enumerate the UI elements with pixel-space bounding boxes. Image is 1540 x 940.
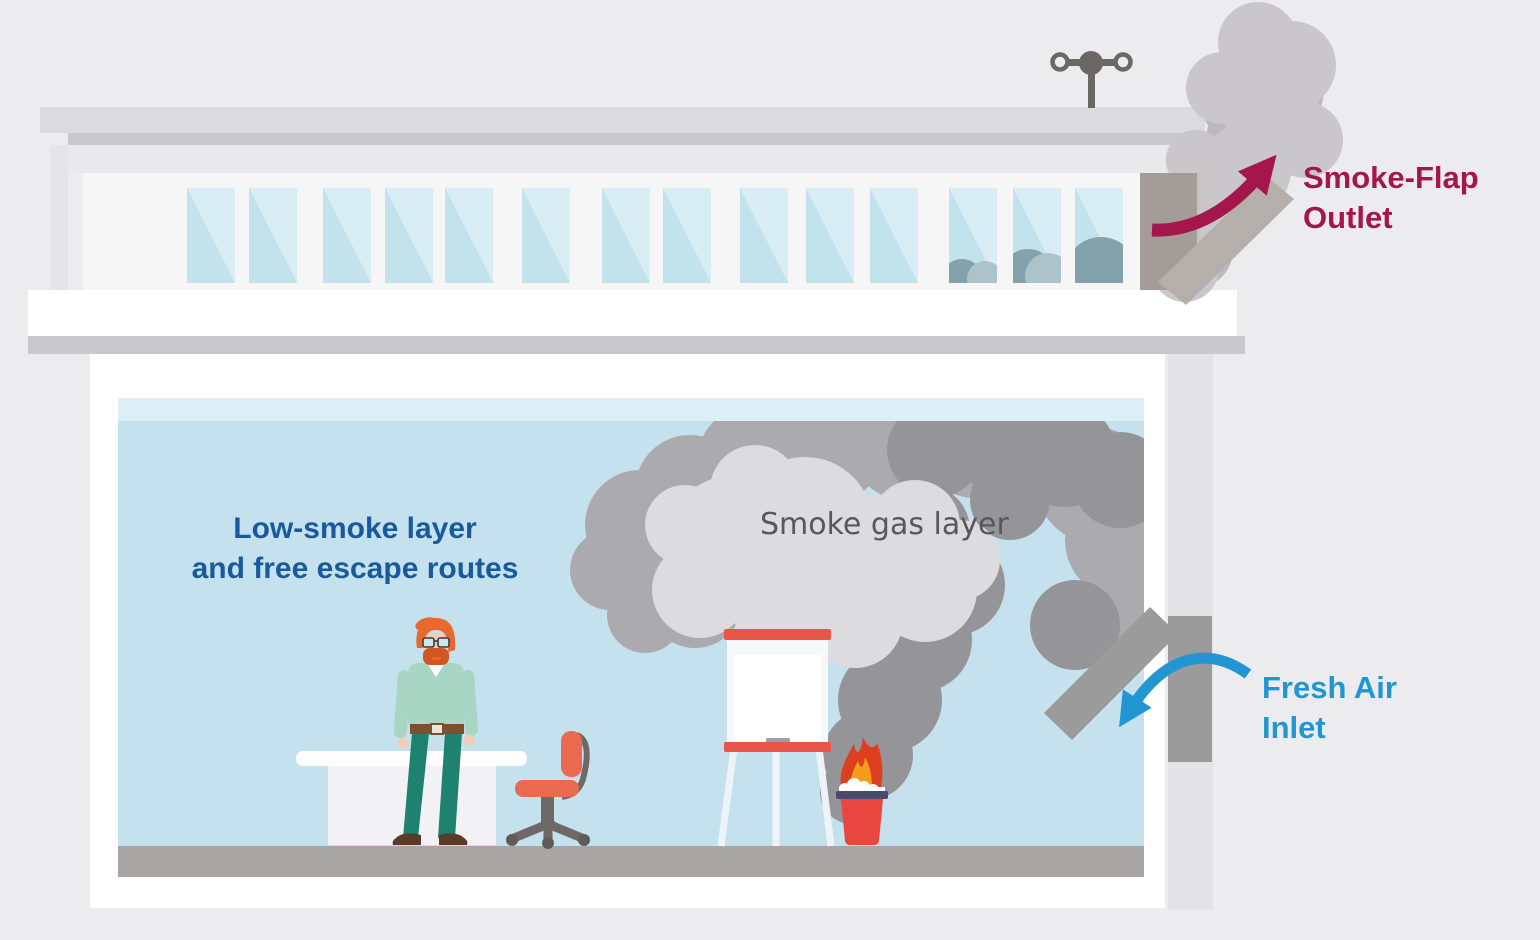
smoke-flap-outlet-label-line1: Smoke-Flap <box>1303 160 1479 195</box>
window <box>445 188 493 283</box>
smoke-flap-door <box>1158 176 1294 305</box>
smoke-flap <box>1140 173 1294 305</box>
room-interior <box>118 398 1144 877</box>
window <box>602 188 650 283</box>
window <box>323 188 371 283</box>
window-with-smoke <box>1013 188 1061 283</box>
smoke-flap-outlet-label-line2: Outlet <box>1303 200 1393 235</box>
window <box>806 188 854 283</box>
room-floor <box>118 846 1144 877</box>
roof-beam <box>28 290 1237 336</box>
window-with-smoke <box>949 188 997 283</box>
window-with-smoke <box>1075 188 1123 283</box>
fresh-air-inlet-label: Fresh Air Inlet <box>1262 668 1397 748</box>
smoke-flap-channel <box>1140 173 1197 290</box>
window <box>870 188 918 283</box>
window <box>740 188 788 283</box>
smoke-flap-outlet-label: Smoke-Flap Outlet <box>1303 158 1479 238</box>
window <box>663 188 711 283</box>
roof-beam-shadow-band <box>28 336 1245 354</box>
window <box>187 188 235 283</box>
roof-cap <box>40 107 1205 133</box>
anemometer-icon <box>1050 51 1133 108</box>
smoke-outlet-arrow-icon <box>1151 154 1277 237</box>
roof-band-light <box>68 145 1200 173</box>
window <box>522 188 570 283</box>
room-ceiling-strip <box>118 398 1144 421</box>
low-smoke-layer-label-line2: and free escape routes <box>191 552 519 585</box>
window <box>385 188 433 283</box>
low-smoke-layer-label: Low-smoke layer and free escape routes <box>140 509 570 589</box>
fresh-air-inlet-label-line2: Inlet <box>1262 710 1326 745</box>
roof-band-dark <box>68 133 1200 145</box>
fresh-air-inlet-label-line1: Fresh Air <box>1262 670 1397 705</box>
right-outer-wall-strip <box>1168 354 1213 910</box>
window <box>249 188 297 283</box>
roof-left-pillar <box>50 145 68 290</box>
low-smoke-layer-label-line1: Low-smoke layer <box>233 512 477 545</box>
smoke-gas-layer-label: Smoke gas layer <box>760 507 1009 542</box>
